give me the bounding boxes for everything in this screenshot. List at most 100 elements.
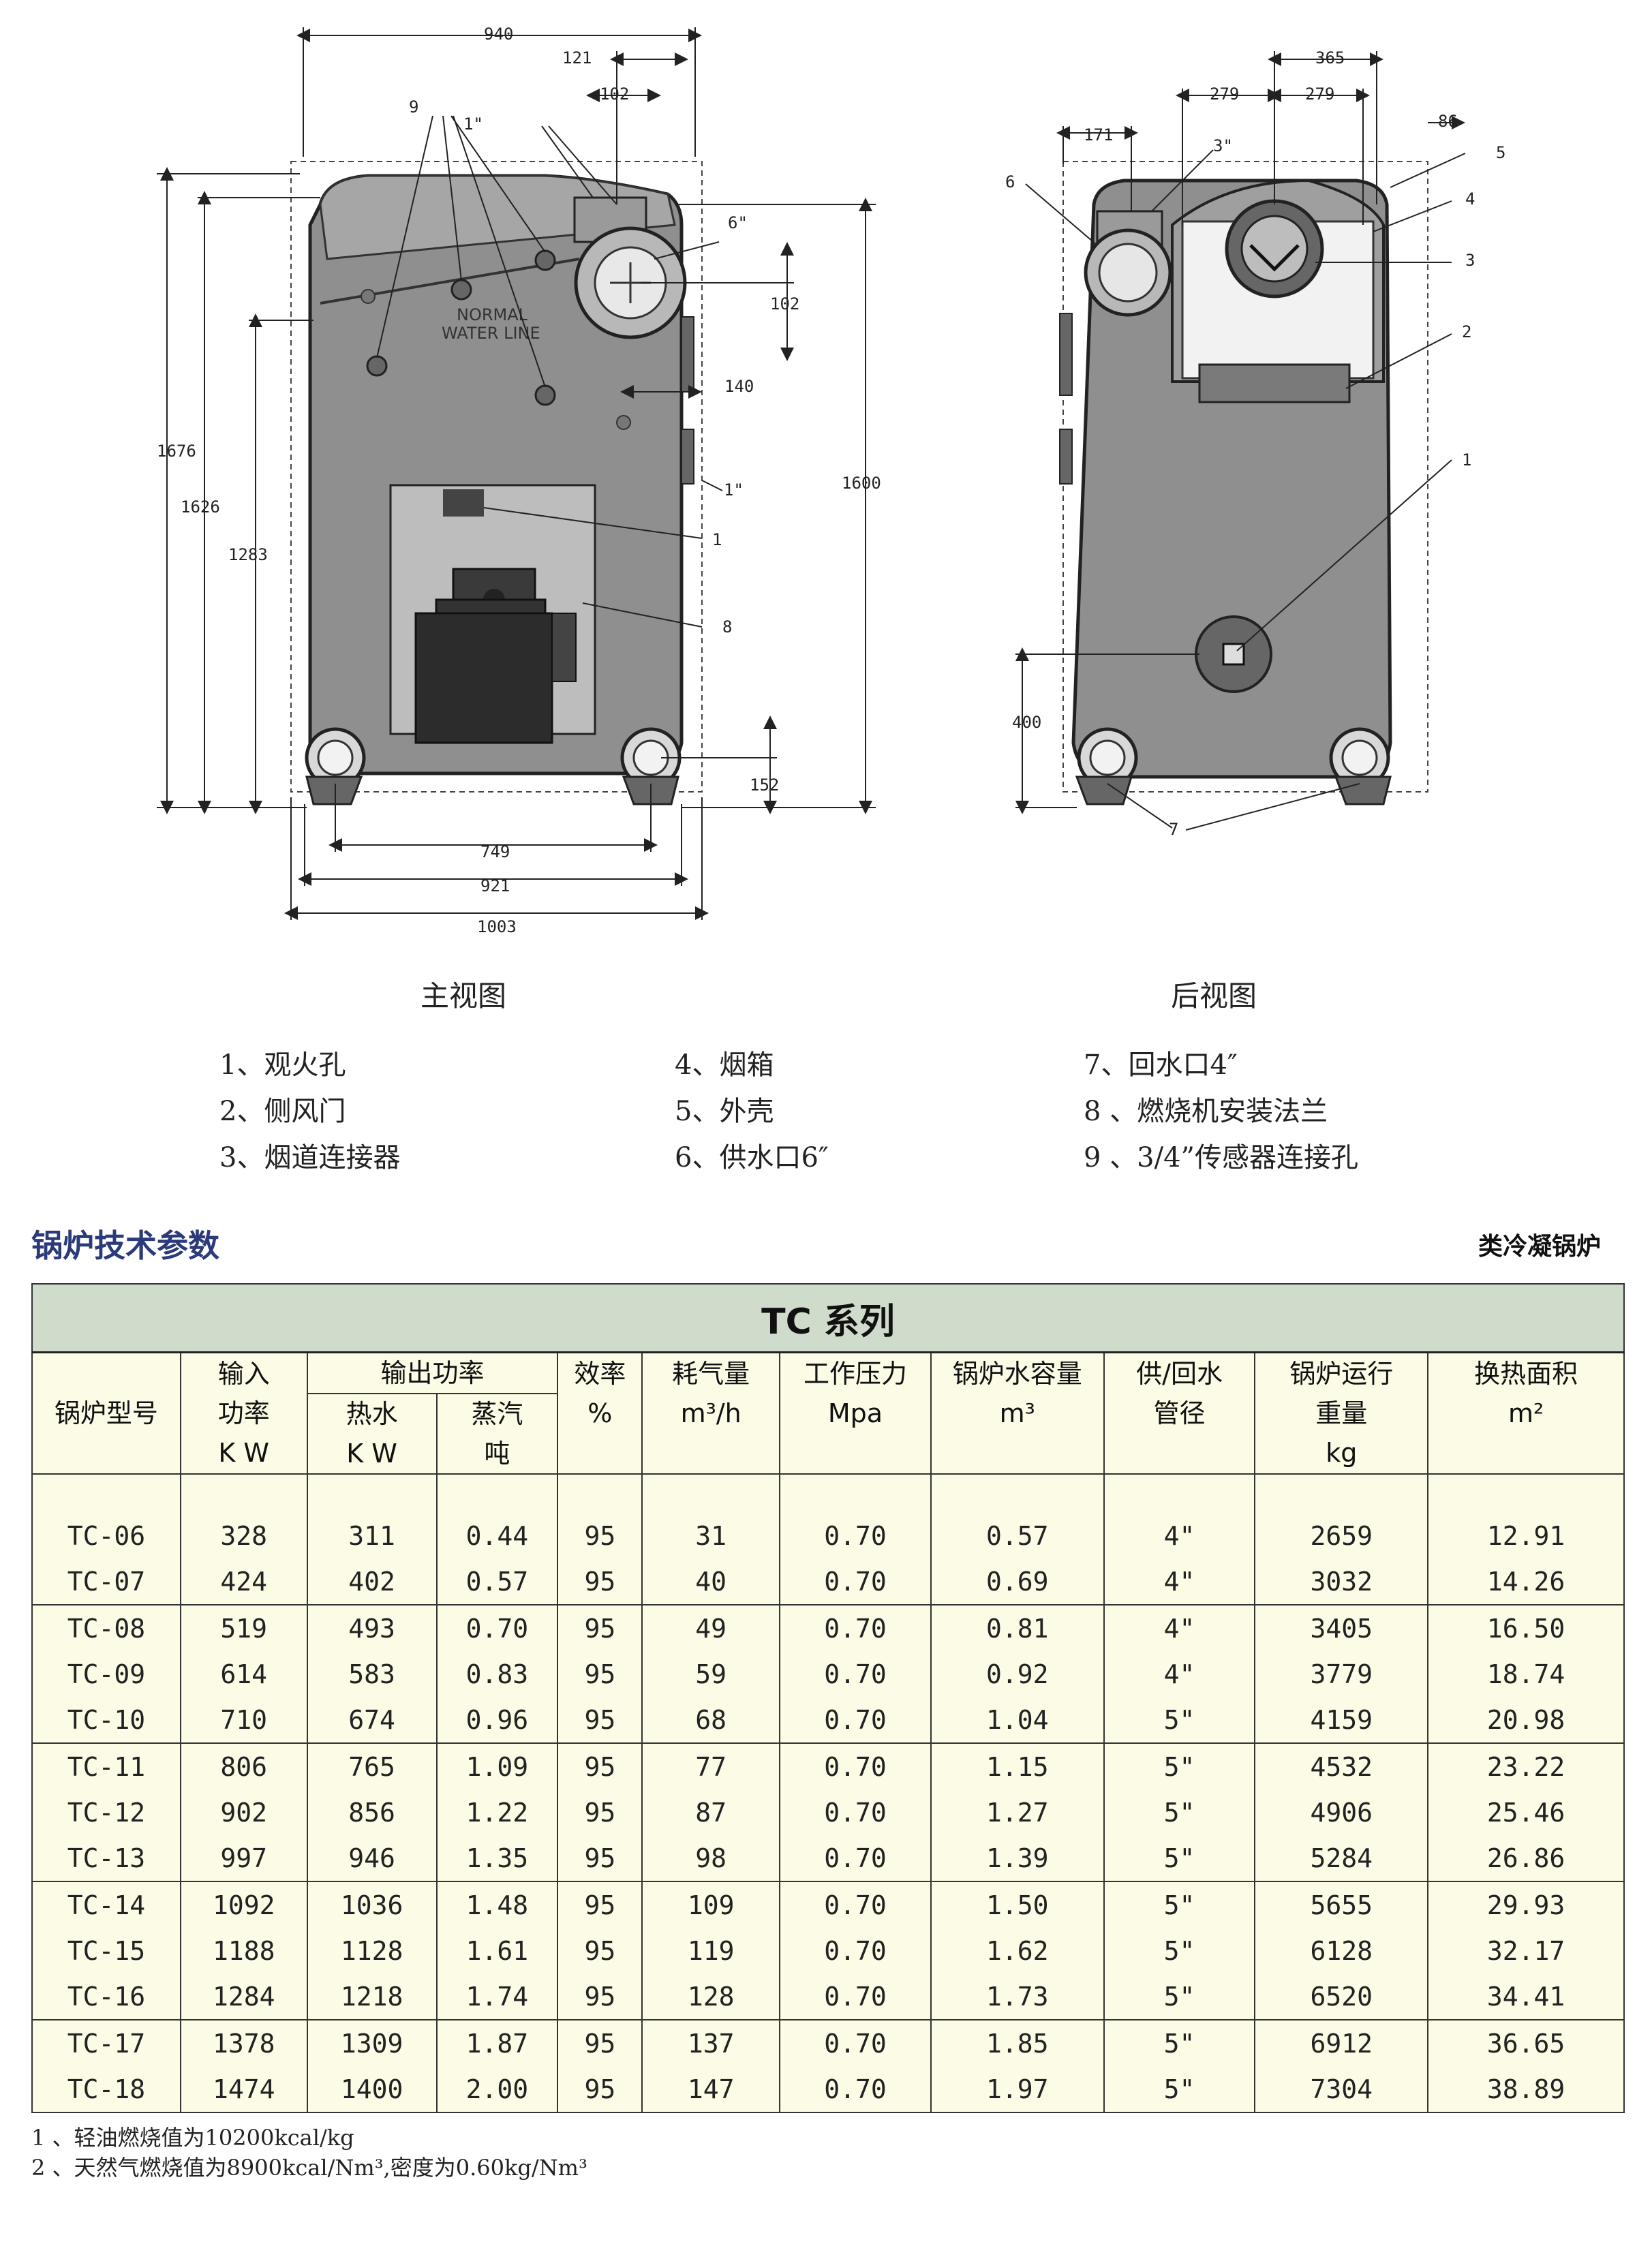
table-cell: 4906 [1254,1789,1429,1835]
table-cell: 0.70 [779,1973,932,2020]
note-1: 1 、轻油燃烧值为10200kcal/kg [31,2125,354,2151]
table-cell: 3032 [1254,1558,1429,1605]
table-cell: TC-07 [31,1558,181,1605]
table-cell: 0.70 [779,1835,932,1882]
table-cell: 0.57 [435,1558,559,1605]
series-title: TC 系列 [31,1283,1625,1353]
table-cell: 77 [641,1743,781,1789]
table-cell: TC-08 [31,1605,181,1651]
section-title: 锅炉技术参数 [31,1227,219,1264]
table-cell: 0.57 [930,1513,1105,1558]
header-steam: 蒸汽 吨 [435,1393,559,1475]
callout-9: 9 [409,97,418,117]
table-cell: 95 [557,1789,643,1835]
callout-1in-side: 1" [724,480,744,499]
table-cell: 1.35 [435,1835,559,1882]
table-cell: 95 [557,1605,643,1651]
table-cell: TC-12 [31,1789,181,1835]
table-cell: 493 [306,1605,438,1651]
table-cell: 3779 [1254,1651,1429,1697]
table-cell: 5" [1103,2066,1256,2113]
table-cell: 1378 [179,2020,308,2066]
legend-item-9: 9 、3/4”传感器连接孔 [1084,1142,1358,1173]
table-cell: TC-15 [31,1928,181,1973]
legend-item-8: 8 、燃烧机安装法兰 [1084,1096,1328,1127]
header-pressure: 工作压力 Mpa [779,1351,932,1475]
legend-item-5: 5、外壳 [675,1096,774,1127]
callout-7: 7 [1169,820,1178,839]
table-cell: 23.22 [1427,1743,1625,1789]
table-cell: 4" [1103,1513,1256,1558]
callout-1in-top: 1" [463,114,483,134]
table-cell: TC-09 [31,1651,181,1697]
table-cell: 0.92 [930,1651,1105,1697]
table-cell: 95 [557,1881,643,1928]
table-cell: 20.98 [1427,1697,1625,1744]
front-view-drawing: NORMAL WATER LINE [157,25,881,936]
table-cell: 1092 [179,1881,308,1928]
table-spacer-row [31,1474,1625,1513]
table-cell: 0.70 [779,1651,932,1697]
table-cell: 3405 [1254,1605,1429,1651]
table-cell: 1.74 [435,1973,559,2020]
header-area: 换热面积 m² [1427,1351,1625,1475]
table-cell: 1.61 [435,1928,559,1973]
table-cell: TC-16 [31,1973,181,2020]
table-cell: 519 [179,1605,308,1651]
callout-6: 6 [1005,172,1015,191]
table-cell: 1309 [306,2020,438,2066]
table-cell: 31 [641,1513,781,1558]
table-cell: 0.70 [779,2020,932,2066]
water-line-label-1: NORMAL [457,305,528,324]
legend-item-4: 4、烟箱 [675,1049,774,1081]
table-cell: 946 [306,1835,438,1882]
table-cell: 5" [1103,1697,1256,1744]
table-cell: 1400 [306,2066,438,2113]
table-cell: 0.70 [779,1513,932,1558]
dim-400: 400 [1012,713,1041,732]
dim-365: 365 [1315,48,1345,67]
callout-4: 4 [1465,189,1475,209]
table-cell: 119 [641,1928,781,1973]
table-cell: 1128 [306,1928,438,1973]
table-cell: 137 [641,2020,781,2066]
table-cell: 614 [179,1651,308,1697]
dim-86: 86 [1438,112,1458,131]
table-cell: 710 [179,1697,308,1744]
table-cell: 36.65 [1427,2020,1625,2066]
table-cell: 6520 [1254,1973,1429,2020]
table-cell: 12.91 [1427,1513,1625,1558]
front-view-caption: 主视图 [420,979,507,1013]
table-cell: 1.50 [930,1881,1105,1928]
rear-view-drawing: 365 279 279 86 171 400 3" 5 4 3 2 1 6 7 [1005,48,1505,839]
dim-1626: 1626 [181,497,220,517]
dim-171: 171 [1084,125,1113,144]
dim-1003: 1003 [477,917,517,936]
water-line-label-2: WATER LINE [442,324,540,343]
table-cell: 402 [306,1558,438,1605]
table-cell: 109 [641,1881,781,1928]
table-cell: 4" [1103,1558,1256,1605]
table-cell: 1.39 [930,1835,1105,1882]
callout-3: 3 [1465,251,1475,270]
dim-940: 940 [484,25,513,44]
table-cell: 583 [306,1651,438,1697]
table-cell: 5284 [1254,1835,1429,1882]
callout-8: 8 [722,617,732,636]
rear-view-caption: 后视图 [1171,979,1257,1013]
table-cell: 1.97 [930,2066,1105,2113]
section-tag: 类冷凝锅炉 [1478,1233,1601,1261]
dim-140: 140 [724,377,754,396]
table-cell: 26.86 [1427,1835,1625,1882]
dim-749: 749 [480,842,510,861]
table-cell: 128 [641,1973,781,2020]
